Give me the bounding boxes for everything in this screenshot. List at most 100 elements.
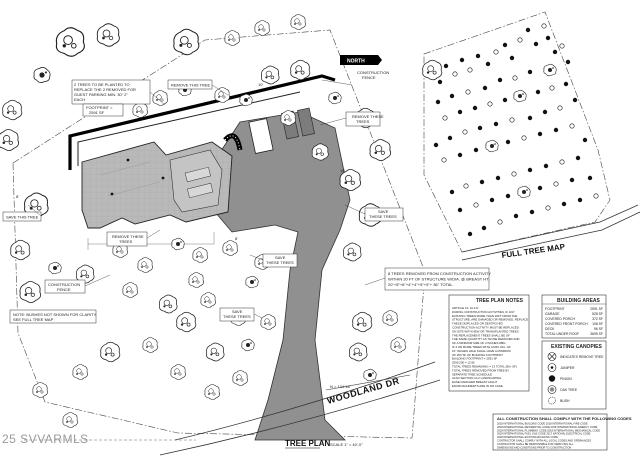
legend-item: BUSH <box>548 396 570 405</box>
pinion-symbol-icon <box>548 375 556 382</box>
tree-plan-note-line: DURING CONSTRUCTION ACTIVITIES, IF ANY <box>452 310 515 314</box>
note-removed-l1: 8 TREES REMOVED FROM CONSTRUCTION ACTIVI… <box>388 271 491 276</box>
construction-fence-top-l2: FENCE <box>362 75 376 80</box>
legend-title: EXISTING CANOPIES <box>551 344 603 350</box>
tree-plan-note-line: TOTAL TREES REMOVED FROM TREE BY <box>452 368 509 372</box>
tree-plan-note-line: IF 4 OR MORE TREES WITH A MIN. DIA. OF <box>452 345 511 349</box>
construction-fence-top-l1: CONSTRUCTION <box>357 70 389 75</box>
tree-plan-note-line: 2591/200 = 12.95 <box>452 361 475 365</box>
area-row-value: 108 SF <box>592 322 603 326</box>
area-row-label: DECK <box>545 327 555 331</box>
footprint-label: FOOTPRINT = <box>86 105 113 110</box>
dimension-label-4: 8' <box>235 236 238 241</box>
legend-item: OAK TREE <box>547 385 578 394</box>
tree-plan-notes-box: TREE PLAN NOTES ARTICLE 10, 10.2.DDURING… <box>448 294 530 392</box>
area-row-label: FOOTPRINT <box>545 307 565 311</box>
save-these-trees-1-l2: THESE TREES <box>369 214 397 219</box>
tree-plan-notes-title: TREE PLAN NOTES <box>476 298 524 304</box>
general-note-line: CONTRACTOR SHALL COMPLY WITH ALL LOCAL C… <box>497 439 591 443</box>
tree-plan-note-line: THE REPLACEMENT TREES SHALL BE OF <box>452 333 510 337</box>
note-replace-line-4: EACH <box>74 97 85 102</box>
legend-item: JUNIPER <box>547 363 575 372</box>
note-replace-line-3: GUEST PARKING MIN. 30" 2" <box>74 92 128 97</box>
scale-note: SCALE 1" = 40'-0" <box>330 442 363 447</box>
remove-these-trees-left-l2: TREES <box>119 239 133 244</box>
general-notes-title: ALL CONSTRUCTION SHALL COMPLY WITH THE F… <box>497 416 632 421</box>
tree-plan-note-line: SEPARATE TREE SCHEDULE <box>452 372 492 376</box>
general-note-line: DIMENSIONS AND CONDITIONS PRIOR TO CONST… <box>497 445 571 449</box>
full-tree-map-trees <box>422 23 599 237</box>
construction-fence <box>68 74 336 170</box>
general-note-line: CONTRACTOR SHALL BE RESPONSIBLE FOR VERI… <box>497 442 574 446</box>
legend-item: PINION <box>548 375 572 382</box>
building-areas-title: BUILDING AREAS <box>557 298 601 304</box>
dimension-label-3: 18' <box>340 168 345 173</box>
dimension-label-2: 8' <box>16 194 19 199</box>
tree-plan-note-line: THE SAME QUANTITY AS THOSE REMOVED AND <box>452 337 520 341</box>
tree-canopies <box>0 14 407 428</box>
general-notes-box: ALL CONSTRUCTION SHALL COMPLY WITH THE F… <box>492 413 632 451</box>
note-bushes-l1: NOTE: BUSHES NOT SHOWN FOR CLARITY <box>13 312 97 317</box>
construction-fence-left-l1: CONSTRUCTION <box>48 282 80 287</box>
area-row-label: COVERED PORCH <box>545 317 576 321</box>
area-row-value: 3695 SF <box>590 332 603 336</box>
note-replace-line-2: REPLACE THE 2 REMOVED FOR <box>74 87 136 92</box>
save-these-trees-2-l2: THESE TREES <box>266 260 294 265</box>
legend-item: INDICATES REMOVE TREE <box>547 352 604 361</box>
tree-plan-note-line: EASE DAMAGED BREAST HIGHT <box>452 380 497 384</box>
tree-plan-note-line: ARTICLE 10, 10.2.D <box>452 306 478 310</box>
legend-item-label: PINION <box>560 377 572 381</box>
save-these-trees-3-l2: THESE TREES <box>223 314 251 319</box>
construction-fence-left-l2: FENCE <box>57 287 71 292</box>
dimension-label-1: 10' <box>258 82 263 87</box>
general-note-line: 2018 INTERNATIONAL FUEL GAS CODE 2017 NA… <box>497 432 591 436</box>
north-arrow: NORTH <box>340 55 382 65</box>
tree-plan-note-line: THESE DISPLACED OR DESTROYED <box>452 322 503 326</box>
property-line <box>12 29 426 439</box>
bush-symbol-icon <box>548 396 556 405</box>
tree-plan-note-line: OF 200 SF OF BUILDING FOOTPRINT. <box>452 353 504 357</box>
svg-text:NORTH: NORTH <box>347 59 365 65</box>
legend-item-label: OAK TREE <box>560 388 578 392</box>
general-note-line: 2018 INTERNATIONAL BUILDING CODE 2018 IN… <box>497 422 588 426</box>
dimension-label-5: N = 134.18' <box>330 384 351 389</box>
tree-plan-note-line: EXISTING TREES MORE THAN 20FT FROM THE <box>452 314 517 318</box>
remove-these-trees-right-l2: TREES <box>356 119 370 124</box>
save-these-trees-3-l1: SAVE <box>232 309 243 314</box>
area-row-label: COVERED FRONT PORCH <box>545 322 588 326</box>
legend-item-label: INDICATES REMOVE TREE <box>560 355 604 359</box>
driveway <box>214 111 351 441</box>
legend-item-label: JUNIPER <box>560 366 575 370</box>
note-removed-l3: 20"+8"+6"+4"+4"+5"+5"+ 36" TOTAL <box>388 282 453 287</box>
note-removed-l2: WITHIN 20 FT OF STRUCTURE W/DIA. @ BREAS… <box>388 277 489 282</box>
remove-these-trees-left-l1: REMOVE THESE <box>112 234 144 239</box>
area-row-value: 528 SF <box>592 312 603 316</box>
area-row-value: 2591 SF <box>590 307 603 311</box>
tree-plan-note-line: ON SITE WITH NEW OR TRANSPLANTED TREES <box>452 329 519 333</box>
remove-these-trees-right-l1: REMOVE THESE <box>352 114 384 119</box>
legend-box: EXISTING CANOPIES INDICATES REMOVE TREE J… <box>541 340 607 410</box>
general-note-line: 2018 INTERNATIONAL RESIDENTIAL CODE 2018… <box>497 425 598 429</box>
general-note-line: 2018 INTERNATIONAL PLUMBING CODE 2018 IN… <box>497 428 600 432</box>
tree-plan-note-line: ALSO SECTION 10.2 LANDSCAPING <box>452 376 502 380</box>
full-tree-map-boundary <box>423 11 611 253</box>
remove-this-tree-label: REMOVE THIS TREE <box>171 83 211 88</box>
area-row-label: GARAGE <box>545 312 560 316</box>
tree-plan-note-line: ENCROACHMENTS ARE IN NO CASE <box>452 384 503 388</box>
save-these-trees-2-l1: SAVE <box>275 255 286 260</box>
watermark: 25 SVVARMLS <box>2 432 89 446</box>
road-name: WOODLAND DR <box>326 376 401 406</box>
save-this-tree-label: SAVE THIS TREE <box>6 215 39 220</box>
tree-plan-note-line: TOTAL TREES REMAINING = 13 TOTAL (80+ SF… <box>452 365 517 369</box>
area-row-value: 372 SF <box>592 317 603 321</box>
footprint-value: 2591 SF <box>89 110 105 115</box>
tree-plan-note-line: BUILDING FOOTPRINT = 2591 SF <box>452 357 498 361</box>
note-replace-line-1: 2 TREES TO BE PLANTED TO <box>74 82 130 87</box>
legend-item-label: BUSH <box>560 399 570 403</box>
tree-plan-note-line: OF A MINIMUM SIZE OF 2 INCHES DBH. <box>452 341 506 345</box>
area-row-value: 96 SF <box>594 327 603 331</box>
area-row-label: TOTAL UNDER ROOF <box>545 332 579 336</box>
building-areas-table: BUILDING AREAS FOOTPRINT 2591 SF GARAGE 528… <box>541 294 607 339</box>
